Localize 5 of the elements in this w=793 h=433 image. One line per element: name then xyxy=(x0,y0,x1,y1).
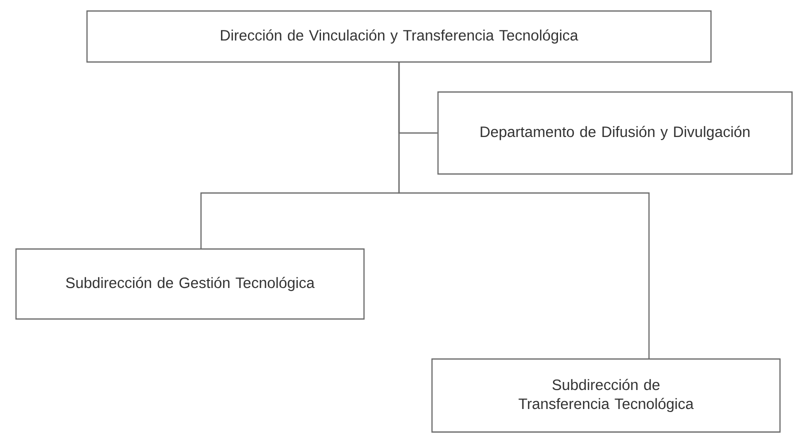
org-box: Dirección de Vinculación y Transferencia Tecnológica xyxy=(86,10,712,63)
org-box: Departamento de Difusión y Divulgación xyxy=(437,91,793,175)
org-box: Subdirección de Transferencia Tecnológica xyxy=(431,358,781,433)
connector-line xyxy=(398,62,650,359)
org-box: Subdirección de Gestión Tecnológica xyxy=(15,248,365,320)
